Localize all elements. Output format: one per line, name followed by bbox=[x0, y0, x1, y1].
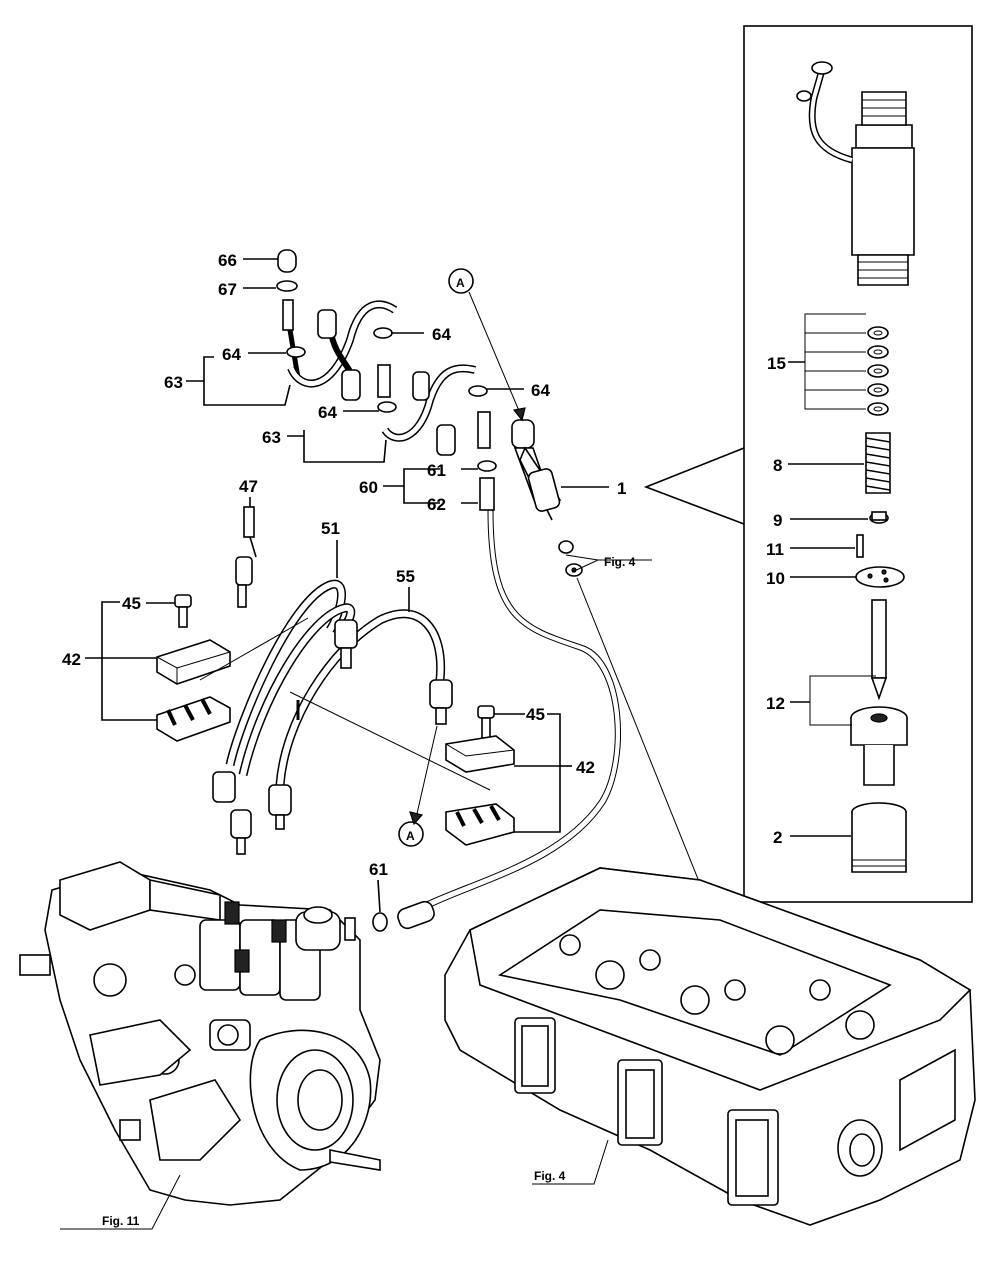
label-10: 10 bbox=[766, 569, 785, 588]
label-51: 51 bbox=[321, 519, 340, 538]
callout-labels: 66 67 64 64 63 64 64 63 61 60 62 1 47 51… bbox=[62, 251, 786, 1228]
label-15: 15 bbox=[767, 354, 786, 373]
label-9: 9 bbox=[773, 511, 782, 530]
hose-clamp-61-lower bbox=[372, 879, 435, 932]
cylinder-head bbox=[444, 867, 976, 1226]
fig-4-reference: Fig. 4 bbox=[604, 555, 636, 569]
label-45: 45 bbox=[526, 705, 545, 724]
label-11: 11 bbox=[766, 540, 784, 559]
label-66: 66 bbox=[218, 251, 237, 270]
leak-off-hose-edge bbox=[423, 509, 621, 911]
label-60: 60 bbox=[359, 478, 378, 497]
label-61: 61 bbox=[427, 461, 446, 480]
reference-marker-a: A bbox=[456, 276, 465, 290]
label-1: 1 bbox=[617, 479, 626, 498]
cap-66 bbox=[277, 249, 297, 273]
label-2: 2 bbox=[773, 828, 782, 847]
label-64: 64 bbox=[432, 325, 451, 344]
label-67: 67 bbox=[218, 280, 237, 299]
fig-11-reference: Fig. 11 bbox=[102, 1214, 140, 1228]
injection-pump bbox=[19, 861, 381, 1230]
pipe-clamps bbox=[85, 594, 572, 846]
injection-pipes-upper bbox=[186, 249, 652, 577]
label-45: 45 bbox=[122, 594, 141, 613]
fig-4-reference: Fig. 4 bbox=[534, 1169, 566, 1183]
label-62: 62 bbox=[427, 495, 446, 514]
label-55: 55 bbox=[396, 567, 415, 586]
label-63: 63 bbox=[262, 428, 281, 447]
nozzle-detail-inset bbox=[643, 25, 973, 903]
label-61: 61 bbox=[369, 860, 388, 879]
label-64: 64 bbox=[222, 345, 241, 364]
label-42: 42 bbox=[576, 758, 595, 777]
injection-pipes-lower bbox=[212, 497, 453, 855]
label-12: 12 bbox=[766, 694, 785, 713]
leak-off-hose bbox=[419, 509, 616, 906]
label-63: 63 bbox=[164, 373, 183, 392]
label-47: 47 bbox=[239, 477, 258, 496]
label-42: 42 bbox=[62, 650, 81, 669]
label-64: 64 bbox=[531, 381, 550, 400]
reference-marker-a: A bbox=[406, 829, 415, 843]
label-64: 64 bbox=[318, 403, 337, 422]
label-8: 8 bbox=[773, 456, 782, 475]
